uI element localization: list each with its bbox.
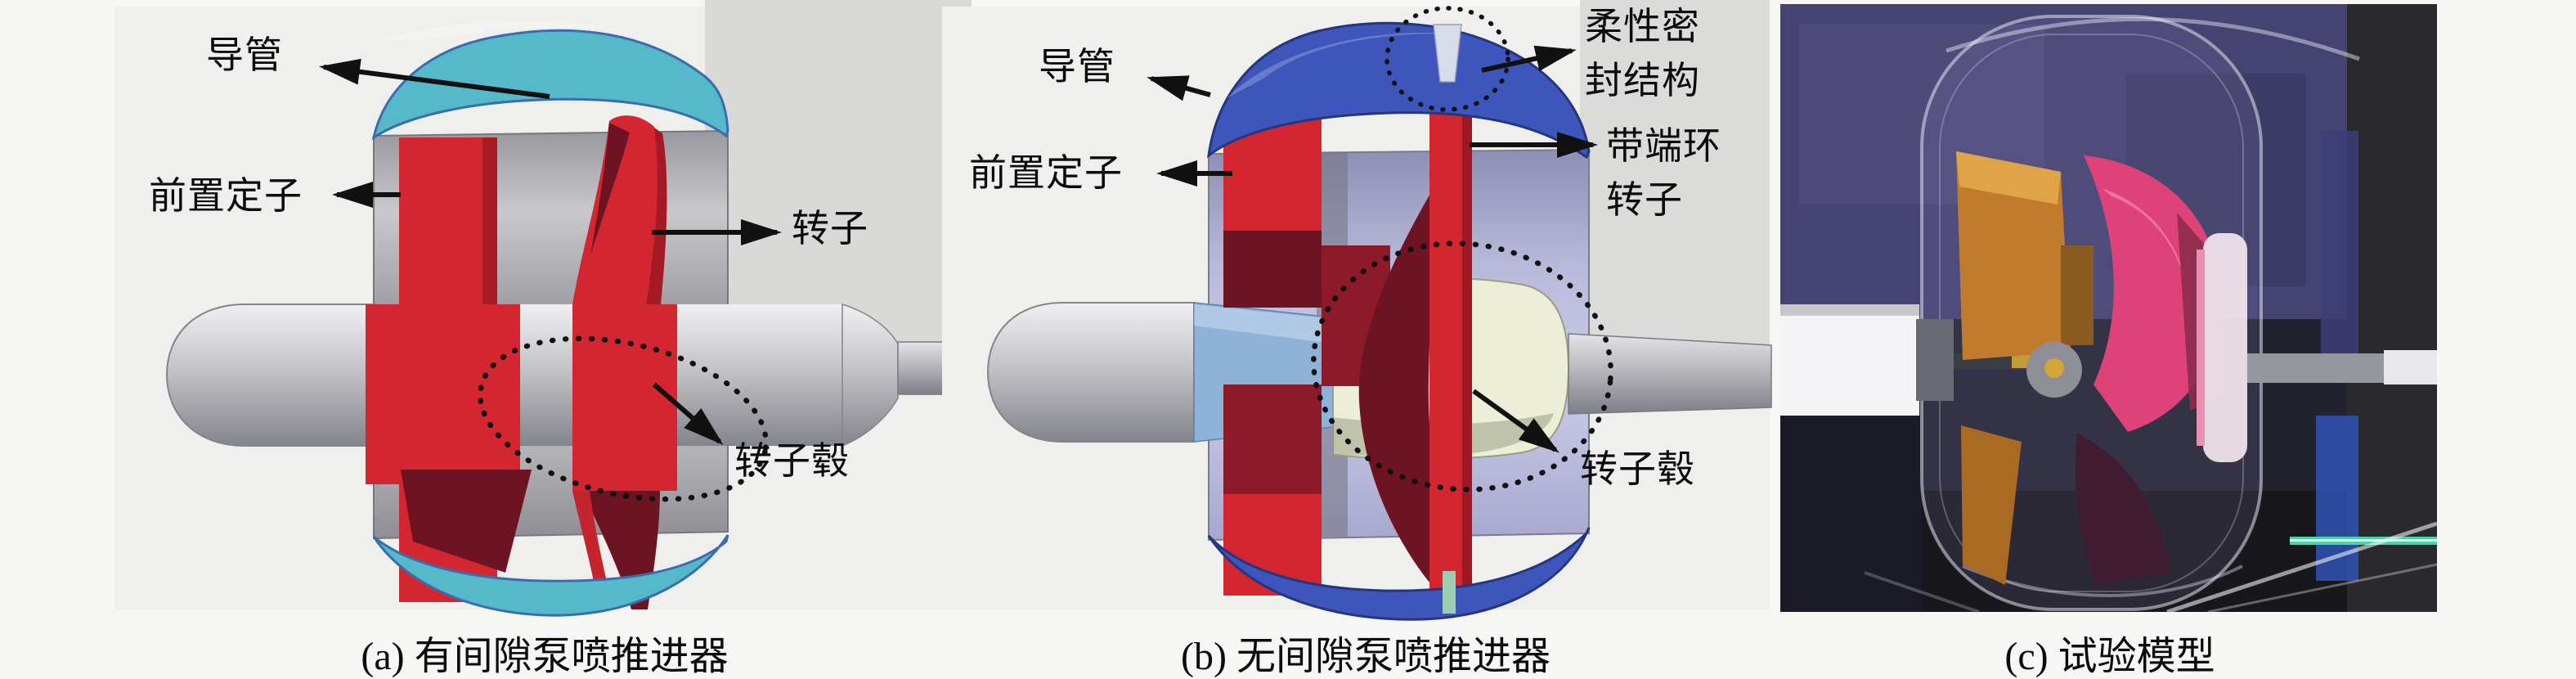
rotor-blade-upper-dark-a — [590, 123, 630, 255]
photo-shaft-edge — [1780, 304, 1919, 316]
photo-stator-blade-highlight — [1956, 151, 2061, 205]
label-end-ring-rotor-line2: 转子 — [1606, 179, 1683, 221]
rotor-hub-arrow-b — [1472, 389, 1560, 453]
label-rotor-hub-b: 转子毂 — [1580, 448, 1695, 490]
photo-teal-streak-core — [2290, 539, 2437, 542]
hub-nose-a — [165, 304, 377, 447]
panel-a-illustration — [114, 0, 973, 617]
label-flexible-seal-line2: 封结构 — [1585, 60, 1700, 101]
rotor-blade-lower-edge-a — [572, 491, 613, 606]
photo-shaft-white — [1780, 304, 1919, 416]
duct-top-lip-b — [1207, 21, 1591, 160]
stator-shadow-blade-a — [401, 470, 532, 573]
label-rotor-a: 转子 — [792, 208, 868, 250]
rotor-blade-upper-a — [572, 115, 659, 304]
duct-top-lip-a — [371, 29, 729, 141]
rotor-root-a — [572, 304, 677, 491]
label-rotor-hub-a: 转子毂 — [734, 440, 850, 482]
photo-stator-blade-upper — [1956, 151, 2071, 360]
photo-lower-left-dark — [1780, 416, 1922, 612]
hub-taper-a — [841, 303, 899, 447]
photo-aft-shaft-bright — [2384, 350, 2437, 384]
photo-hub-gold-tip — [2044, 358, 2064, 378]
caption-panel-c: (c) 试验模型 — [2004, 635, 2215, 678]
photo-diagonal-streak-3 — [1864, 571, 1980, 614]
label-pre-stator-a: 前置定子 — [149, 175, 303, 217]
stator-blade-upper-a — [399, 137, 497, 306]
photo-diagonal-streak-1 — [2166, 521, 2438, 614]
photo-blue-pillar — [2321, 131, 2358, 360]
rotor-blade-upper-edge-a — [646, 128, 667, 304]
shaft-b — [1568, 333, 1772, 415]
photo-top-reflection — [1945, 16, 2360, 61]
photo-stator-blade-side — [2061, 245, 2094, 345]
caption-panel-b: (b) 无间隙泵喷推进器 — [1181, 635, 1551, 678]
panel-b-illustration — [942, 0, 1772, 621]
stator-blade-mid-b — [1223, 384, 1322, 496]
photo-duct-outline — [1920, 15, 2263, 611]
test-model-photo — [1780, 4, 2438, 614]
photo-rotor-blade-shadow — [2075, 434, 2170, 586]
rotor-hub-arrow-a — [653, 382, 724, 445]
duct-bottom-lip-b — [1207, 527, 1591, 621]
photo-right-dark — [2347, 4, 2437, 612]
hub-dotted-ellipse-b — [1311, 241, 1613, 492]
photo-glow-pink-edge — [2197, 250, 2205, 446]
seal-arrow-b — [1481, 45, 1577, 73]
caption-panel-a: (a) 有间隙泵喷推进器 — [361, 635, 729, 678]
rotor-stem-bottom-b — [1443, 571, 1456, 614]
duct-arrow-b — [1147, 75, 1211, 101]
label-flexible-seal-b: 柔性密 封结构 — [1585, 0, 1700, 108]
duct-bottom-lip-a — [372, 534, 729, 617]
photo-glow-band — [2203, 233, 2247, 462]
label-flexible-seal-line1: 柔性密 — [1585, 6, 1700, 47]
rotor-column-shade-b — [1462, 82, 1472, 605]
label-pre-stator-b: 前置定子 — [969, 152, 1123, 194]
label-end-ring-rotor-line1: 带端环 — [1606, 125, 1721, 167]
label-end-ring-rotor-b: 带端环 转子 — [1606, 119, 1721, 227]
flexible-seal-shape-b — [1433, 24, 1462, 83]
photo-shaft-coupler — [1916, 319, 1954, 401]
duct-top-lip-highlight-a — [376, 21, 638, 43]
hub-nose-b — [986, 302, 1195, 443]
photo-diagonal-streak-2 — [2207, 563, 2438, 614]
stator-blade-upper-shade-a — [482, 137, 497, 306]
label-duct-a: 导管 — [206, 34, 283, 76]
hub-cone-highlight-b — [1194, 304, 1333, 344]
stator-root-a — [366, 304, 520, 484]
seal-dotted-circle-b — [1384, 6, 1510, 112]
label-duct-b: 导管 — [1039, 46, 1115, 88]
photo-stator-blade-lower — [1961, 425, 2022, 585]
clearance-dotted-ellipse-a — [478, 335, 769, 502]
duct-arrow-a — [319, 58, 550, 99]
stator-blade-upper-dark-b — [1223, 231, 1322, 308]
panel-b-background-dark — [1580, 0, 1770, 389]
